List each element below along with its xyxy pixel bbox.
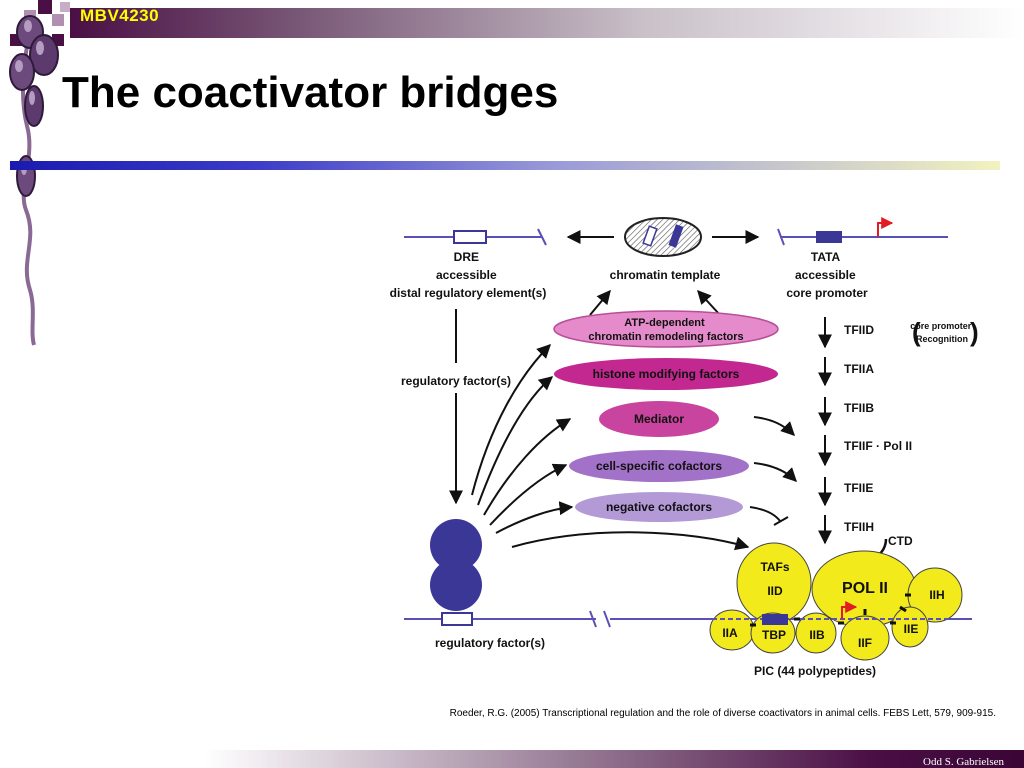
- dre-label-line2: accessible: [436, 268, 497, 282]
- coactivator-diagram: DRE accessible distal regulatory element…: [390, 217, 979, 678]
- pic-iib: IIB: [809, 628, 825, 642]
- tata-label-line3: core promoter: [786, 286, 868, 300]
- tfiif-dot: ·: [876, 439, 880, 453]
- cofactor-to-gtf-arrows: [749, 416, 797, 526]
- pic-ctd: CTD: [888, 534, 913, 548]
- arrow-remodel-to-chromatin-left: [589, 289, 611, 316]
- tata-label-line2: accessible: [795, 268, 856, 282]
- negative-cofactors-label: negative cofactors: [606, 500, 712, 514]
- course-code: MBV4230: [80, 6, 160, 25]
- remodeling-factors-ellipse: ATP-dependent chromatin remodeling facto…: [553, 310, 779, 348]
- arrow-remodel-to-chromatin-right: [697, 289, 721, 316]
- footer-bar: [0, 750, 1024, 768]
- dre-dna: [404, 228, 547, 246]
- tata-dna: [777, 217, 948, 246]
- pic-pol2: POL II: [842, 580, 888, 597]
- title-divider: [10, 161, 1000, 170]
- factor-to-cofactor-arrows: [471, 344, 750, 551]
- svg-text:TATA accessible core p: TATA accessible core promoter: [786, 250, 868, 300]
- regulatory-factor-label-top: regulatory factor(s): [401, 374, 511, 388]
- deco-beads: [9, 15, 59, 197]
- histone-modifying-ellipse: histone modifying factors: [554, 358, 778, 390]
- regulatory-factor-label-bottom: regulatory factor(s): [435, 636, 545, 650]
- gtf-tfiid: TFIID: [844, 323, 874, 337]
- pic-tbp: TBP: [762, 628, 786, 642]
- tata-label-line1: TATA: [811, 250, 841, 264]
- tfiid-note-paren-open: (: [912, 317, 921, 347]
- svg-text:DRE accessible distal: DRE accessible distal regulatory element…: [390, 250, 547, 300]
- mediator-label: Mediator: [634, 412, 684, 426]
- citation: Roeder, R.G. (2005) Transcriptional regu…: [449, 708, 996, 719]
- gtf-tfiib: TFIIB: [844, 401, 874, 415]
- gtf-tfiia: TFIIA: [844, 362, 874, 376]
- slide-title: The coactivator bridges: [62, 68, 559, 117]
- gtf-tfiif-row: TFIIF · Pol II: [844, 439, 912, 453]
- header-bar: [70, 8, 1024, 38]
- deco-square: [38, 0, 52, 14]
- deco-square: [60, 2, 70, 12]
- pic-tafs: TAFs: [760, 560, 789, 574]
- mediator-ellipse: Mediator: [599, 401, 719, 437]
- dre-label-line1: DRE: [454, 250, 479, 264]
- remodeling-label-line1: ATP-dependent: [624, 317, 705, 329]
- svg-text:ATP-dependent chromatin: ATP-dependent chromatin remodeling facto…: [588, 317, 743, 343]
- svg-text:core promoter Recognition: core promoter Recognition: [910, 321, 974, 344]
- tfiid-note-line2: Recognition: [916, 334, 968, 344]
- footer-author: Odd S. Gabrielsen: [923, 756, 1004, 768]
- pic-iih: IIH: [929, 588, 944, 602]
- gtf-tfiif: TFIIF: [844, 439, 873, 453]
- dre-label-line3: distal regulatory element(s): [390, 286, 547, 300]
- pic-iia: IIA: [722, 626, 738, 640]
- negative-cofactors-ellipse: negative cofactors: [575, 492, 743, 522]
- deco-chain-line: [20, 29, 36, 346]
- cell-specific-label: cell-specific cofactors: [596, 459, 722, 473]
- deco-square: [52, 14, 64, 26]
- tfiif-pol2: Pol II: [883, 439, 912, 453]
- decorative-bead-chain: [9, 0, 70, 346]
- gtf-tfiie: TFIIE: [844, 481, 873, 495]
- tfiid-note-paren-close: ): [970, 317, 979, 347]
- regulatory-factor-protein: [430, 519, 482, 611]
- promoter-dna: [404, 610, 972, 628]
- chromatin-template-nucleosome: [624, 217, 702, 257]
- chromatin-template-label: chromatin template: [610, 268, 721, 282]
- cell-specific-cofactors-ellipse: cell-specific cofactors: [569, 450, 749, 482]
- pic-caption: PIC (44 polypeptides): [754, 664, 876, 678]
- pic-complex: CTD TAFs IID POL II IIH IIA TBP IIB IIF …: [696, 534, 972, 678]
- tfiid-note-line1: core promoter: [910, 321, 972, 331]
- gtf-tfiih: TFIIH: [844, 520, 874, 534]
- remodeling-label-line2: chromatin remodeling factors: [588, 331, 743, 343]
- pic-iif: IIF: [858, 636, 872, 650]
- pic-iid: IID: [767, 584, 783, 598]
- histone-modifying-label: histone modifying factors: [593, 367, 740, 381]
- pic-iie: IIE: [904, 622, 919, 636]
